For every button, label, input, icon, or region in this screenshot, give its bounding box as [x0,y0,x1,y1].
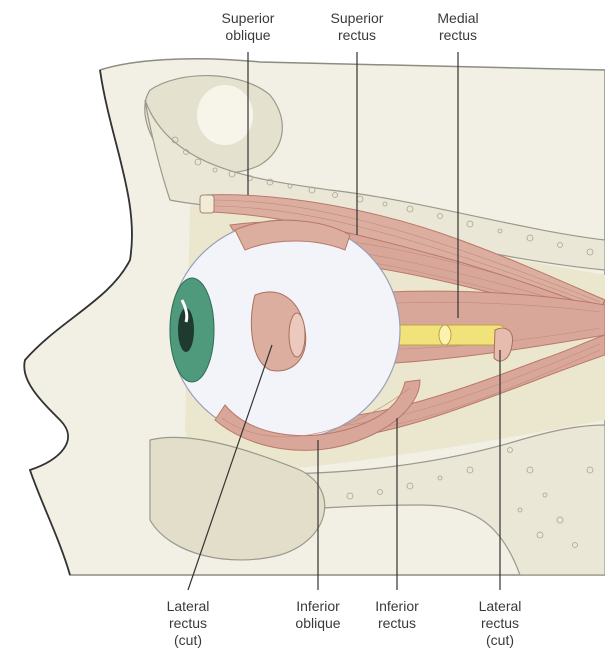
label-inferior-rectus: Inferior rectus [342,598,452,632]
sinus-highlight [197,85,253,145]
label-medial-rectus: Medial rectus [403,10,513,44]
lateral-rectus-cut-face-front [289,313,305,357]
optic-nerve-cut-face [439,325,451,345]
trochlea [200,195,214,213]
label-superior-oblique: Superior oblique [193,10,303,44]
label-lateral-rectus-cut-back: Lateral rectus (cut) [445,598,555,649]
label-lateral-rectus-cut-front: Lateral rectus (cut) [133,598,243,649]
label-superior-rectus: Superior rectus [302,10,412,44]
